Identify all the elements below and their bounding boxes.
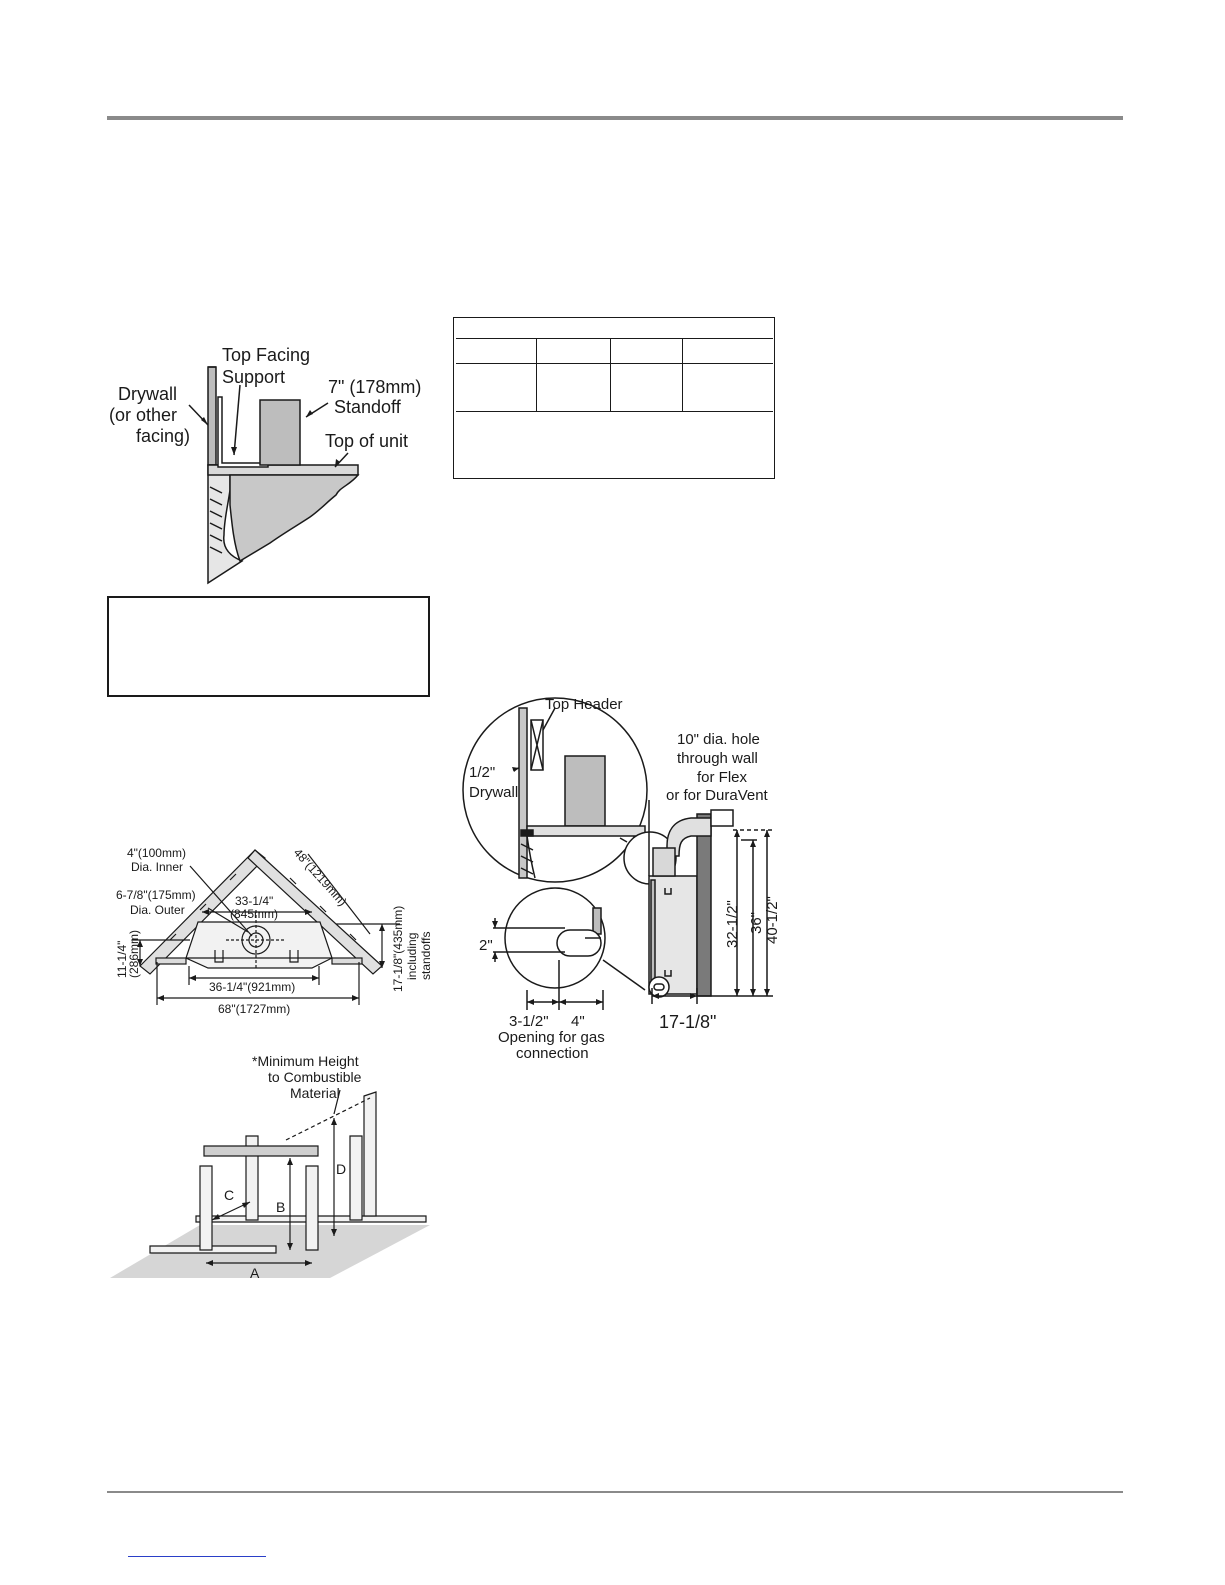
label-depth-right-2: including [405, 933, 419, 980]
label-drywall-1: Drywall [118, 384, 177, 404]
label-gas-3-half: 3-1/2" [509, 1013, 549, 1030]
label-gas-opening-2: connection [516, 1045, 589, 1062]
header-rule [107, 116, 1123, 120]
label-hole-3: for Flex [697, 769, 748, 786]
label-hole-4: or for DuraVent [666, 787, 769, 804]
label-inner-dia-1: 4"(100mm) [127, 846, 186, 860]
label-width-top-2: (845mm) [230, 907, 278, 921]
footer-link-underline[interactable] [128, 1556, 266, 1557]
table-col-rule-2 [610, 338, 611, 411]
label-gas-4in: 4" [571, 1013, 585, 1030]
side-elevation-diagram: Top Header 1/2" Drywall 10" dia. hole th… [462, 696, 781, 1062]
table-header-rule [456, 338, 773, 339]
label-top-facing-support-1: Top Facing [222, 345, 310, 365]
label-a: A [250, 1265, 260, 1281]
label-min-height-1: *Minimum Height [252, 1053, 359, 1069]
label-width-top-1: 33-1/4" [235, 894, 273, 908]
label-height-40: 40-1/2" [764, 896, 781, 944]
label-outer-dia-1: 6-7/8"(175mm) [116, 888, 196, 902]
label-depth-17: 17-1/8" [659, 1012, 716, 1032]
corner-installation-diagram: 4"(100mm) Dia. Inner 6-7/8"(175mm) Dia. … [115, 846, 433, 1016]
table-col-rule-1 [536, 338, 537, 411]
table-row-rule-1 [456, 363, 773, 364]
label-c: C [224, 1187, 234, 1203]
label-width-mid: 36-1/4"(921mm) [209, 980, 295, 994]
label-width-total: 68"(1727mm) [218, 1002, 290, 1016]
footer-rule [107, 1491, 1123, 1493]
label-drywall: Drywall [469, 784, 518, 801]
label-outer-dia-2: Dia. Outer [130, 903, 185, 917]
label-b: B [276, 1199, 285, 1215]
label-height-left-2: (286mm) [127, 930, 141, 978]
label-depth-right-3: standoffs [419, 932, 433, 980]
table-col-rule-3 [682, 338, 683, 411]
note-box [107, 596, 430, 697]
label-hole-1: 10" dia. hole [677, 731, 760, 748]
label-height-32: 32-1/2" [724, 900, 741, 948]
label-gas-2in: 2" [479, 937, 493, 954]
label-top-header: Top Header [545, 696, 623, 713]
clearance-table [453, 317, 775, 479]
label-drywall-3: facing) [136, 426, 190, 446]
label-depth-right-1: 17-1/8"(435mm) [391, 906, 405, 992]
label-gas-opening-1: Opening for gas [498, 1029, 605, 1046]
label-standoff-1: 7" (178mm) [328, 377, 421, 397]
label-min-height-3: Material [290, 1085, 340, 1101]
framing-diagram: *Minimum Height to Combustible Material … [110, 1053, 430, 1281]
table-row-rule-2 [456, 411, 773, 412]
label-inner-dia-2: Dia. Inner [131, 860, 183, 874]
label-hole-2: through wall [677, 750, 758, 767]
label-top-of-unit: Top of unit [325, 431, 408, 451]
label-height-36: 36" [748, 912, 765, 934]
label-top-facing-support-2: Support [222, 367, 285, 387]
label-min-height-2: to Combustible [268, 1069, 362, 1085]
facing-standoff-diagram: Top Facing Support Drywall (or other fac… [109, 345, 421, 585]
label-height-left-1: 11-1/4" [115, 941, 129, 978]
label-d: D [336, 1161, 346, 1177]
label-drywall-2: (or other [109, 405, 177, 425]
label-standoff-2: Standoff [334, 397, 402, 417]
label-half-inch: 1/2" [469, 764, 495, 781]
